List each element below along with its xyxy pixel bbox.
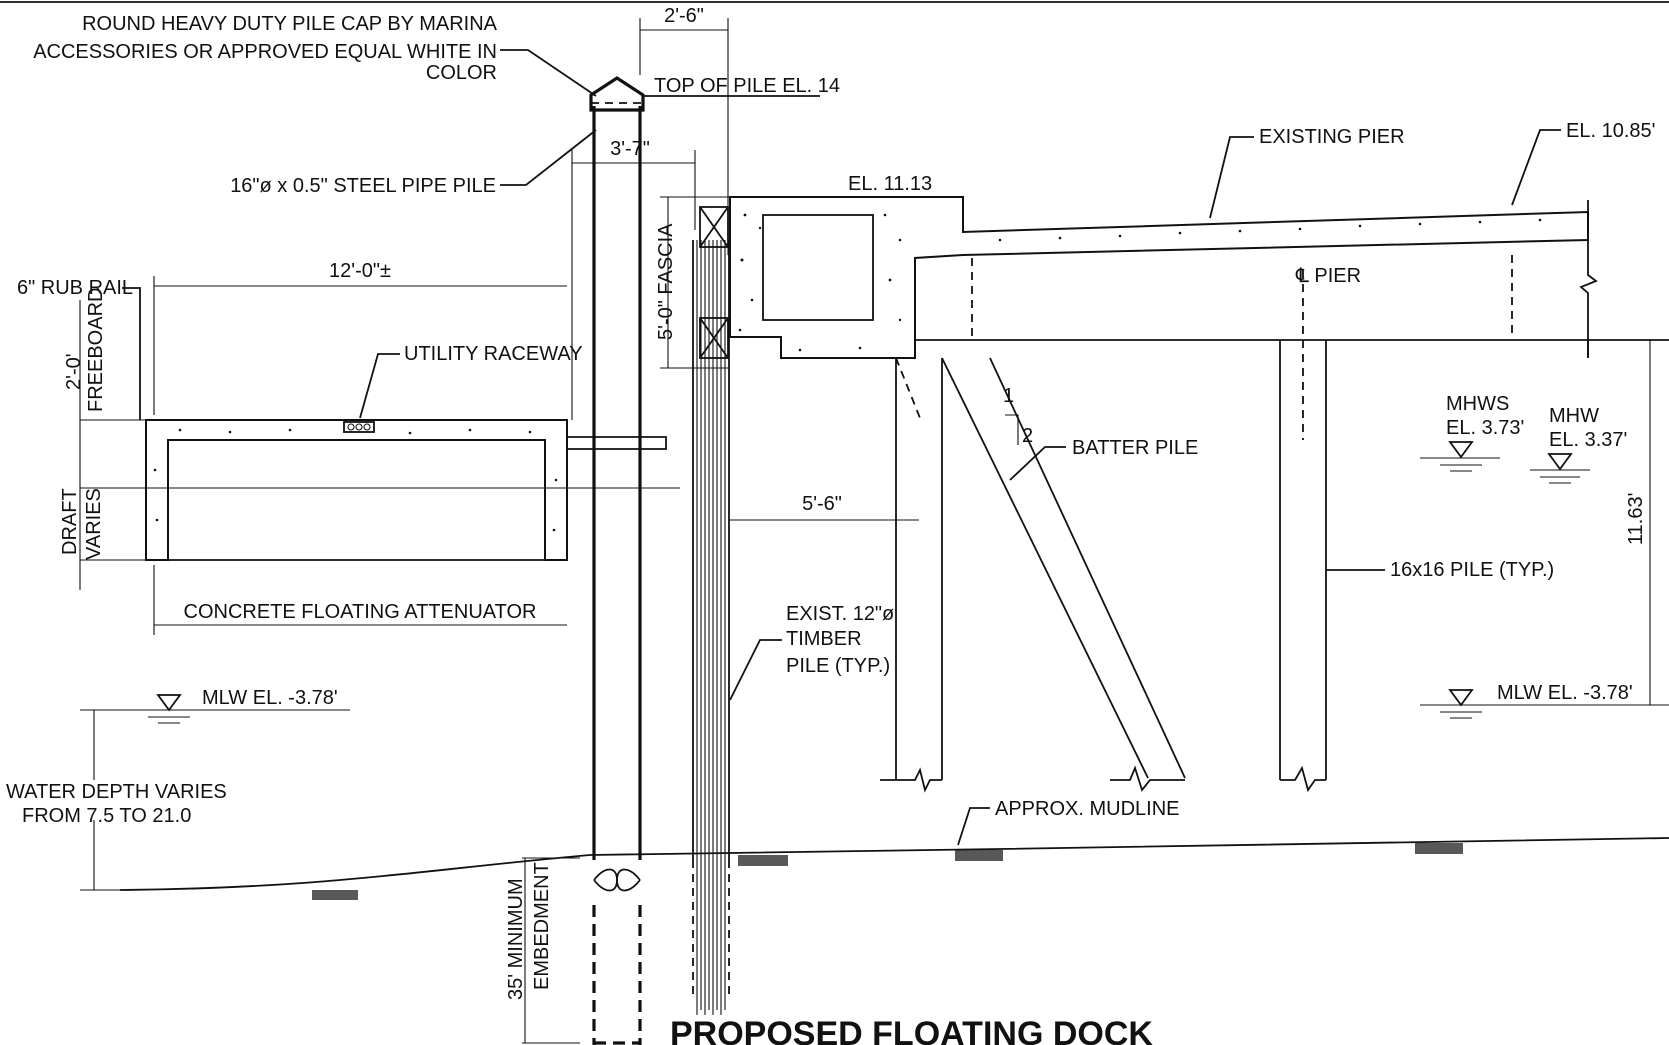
mlw-right-label: MLW EL. -3.78'	[1497, 682, 1633, 704]
dim-12-0-label: 12'-0"±	[329, 260, 391, 282]
steel-pipe-pile-label: 16"ø x 0.5" STEEL PIPE PILE	[230, 175, 496, 197]
slope-2-label: 2	[1022, 425, 1033, 447]
utility-raceway-label: UTILITY RACEWAY	[404, 343, 583, 365]
floating-attenuator	[145, 419, 667, 561]
timber-pile-label-line2: TIMBER	[786, 628, 862, 650]
soil-hatch	[312, 843, 1463, 900]
rub-rail-leader	[122, 287, 141, 420]
draft-label-line2: VARIES	[83, 488, 105, 560]
mudline-leader	[957, 807, 990, 846]
mhw-label-line1: MHW	[1549, 405, 1599, 427]
freeboard-dim-label: 2'-0'	[63, 353, 85, 390]
freeboard-draft-dims	[79, 300, 680, 590]
mudline-label: APPROX. MUDLINE	[995, 798, 1179, 820]
batter-pile-leader	[1009, 446, 1066, 481]
dim-2-6	[639, 18, 729, 255]
el-10-85-label: EL. 10.85'	[1566, 120, 1655, 142]
pile-cap	[589, 76, 645, 112]
embedment-dim	[522, 857, 580, 1044]
mhw-symbol	[1530, 453, 1590, 484]
dim-11-63-label: 11.63'	[1625, 493, 1647, 545]
pier-piles	[880, 270, 1327, 793]
top-of-pile-label: TOP OF PILE EL. 14	[654, 75, 840, 97]
embedment-label-line1: 35' MINIMUM	[505, 878, 527, 1000]
pier-centerline-label: ℄ PIER	[1295, 265, 1361, 287]
mhw-label-line2: EL. 3.37'	[1549, 429, 1627, 451]
dim-3-7	[571, 150, 696, 420]
freeboard-label: FREEBOARD	[85, 288, 107, 412]
existing-pier-label: EXISTING PIER	[1259, 126, 1405, 148]
dim-12-0	[153, 276, 567, 415]
mhws-label-line1: MHWS	[1446, 393, 1509, 415]
existing-pier-leader	[1209, 136, 1254, 219]
slope-1-label: 1	[1003, 385, 1014, 407]
el-10-85-leader	[1511, 129, 1561, 206]
pile-cap-label-line1: ROUND HEAVY DUTY PILE CAP BY MARINA	[82, 13, 498, 35]
pile-cap-label-line2: ACCESSORIES OR APPROVED EQUAL WHITE IN	[33, 41, 497, 63]
timber-pile-label-line3: PILE (TYP.)	[786, 655, 890, 677]
steel-pipe-pile	[592, 106, 642, 1045]
dim-2-6-label: 2'-6"	[664, 5, 704, 27]
draft-label-line1: DRAFT	[59, 488, 81, 555]
batter-pile-label: BATTER PILE	[1072, 437, 1198, 459]
el-11-13-label: EL. 11.13	[848, 173, 932, 195]
water-depth-label-line2: FROM 7.5 TO 21.0	[22, 805, 191, 827]
utility-raceway-leader	[359, 353, 400, 419]
water-depth-dim	[80, 710, 120, 891]
timber-pile-label-line1: EXIST. 12"ø	[786, 603, 894, 625]
mhws-label-line2: EL. 3.73'	[1446, 417, 1524, 439]
pile-cap-leader	[500, 49, 597, 97]
rub-rail-label: 6" RUB RAIL	[17, 277, 133, 299]
dim-3-7-label: 3'-7"	[610, 138, 650, 160]
mlw-left-symbol	[80, 694, 350, 724]
attenuator-label: CONCRETE FLOATING ATTENUATOR	[184, 601, 537, 623]
drawing-title: PROPOSED FLOATING DOCK	[670, 1015, 1153, 1045]
embedment-label-line2: EMBEDMENT	[531, 862, 553, 990]
pile-16x16-label: 16x16 PILE (TYP.)	[1390, 559, 1554, 581]
fascia-label: 5'-0" FASCIA	[655, 223, 677, 340]
dim-5-6-label: 5'-6"	[802, 493, 842, 515]
pile-cap-label-line3: COLOR	[426, 62, 497, 84]
existing-pier-deck	[729, 196, 1669, 359]
water-depth-label-line1: WATER DEPTH VARIES	[6, 781, 227, 803]
steel-pipe-pile-leader	[500, 129, 597, 186]
mhws-symbol	[1420, 441, 1500, 472]
timber-pile	[692, 240, 730, 1015]
slope-indicator	[1005, 414, 1019, 445]
mlw-left-label: MLW EL. -3.78'	[202, 687, 338, 709]
dim-11-63	[1620, 340, 1669, 706]
mlw-right-symbol	[1420, 689, 1620, 719]
timber-pile-leader	[729, 639, 782, 701]
